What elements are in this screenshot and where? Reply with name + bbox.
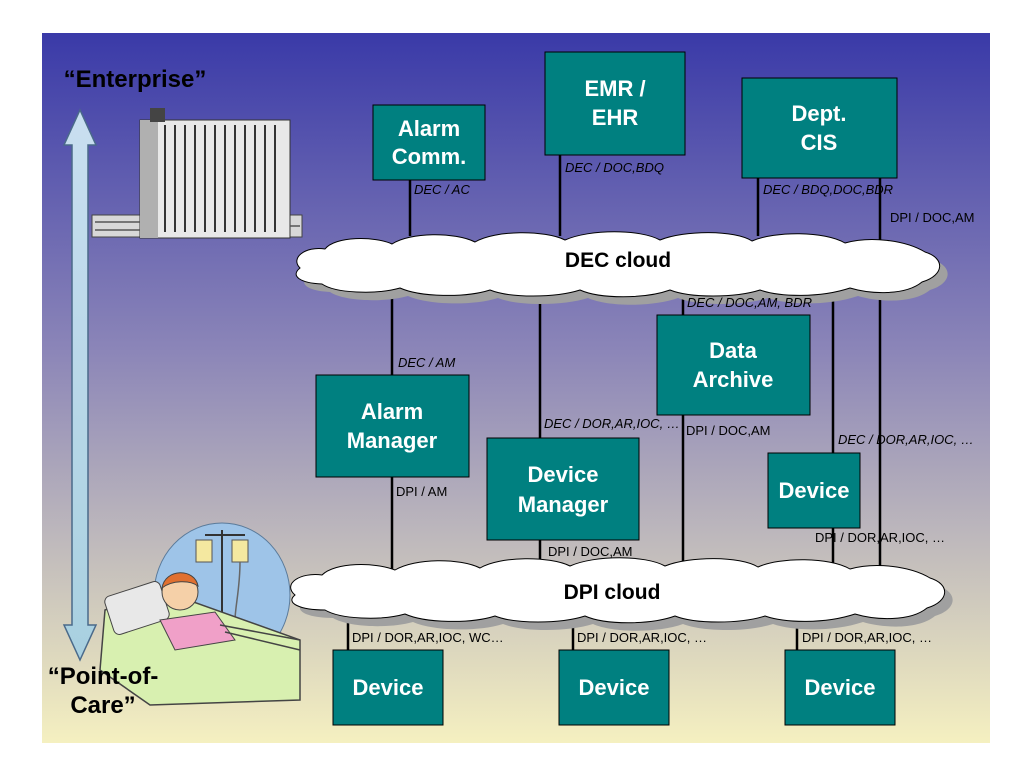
conn-label-data-archive-dec: DEC / DOC,AM, BDR — [687, 295, 812, 310]
device-bottom-right-label: Device — [805, 675, 876, 700]
hospital-building-icon — [91, 108, 303, 239]
emr-line2: EHR — [592, 105, 639, 130]
device-right-box: Device — [767, 452, 861, 529]
patient-in-bed-icon — [99, 522, 301, 706]
device-bottom-right-box: Device — [784, 649, 896, 726]
device-manager-line2: Manager — [518, 492, 609, 517]
conn-label-emr-dec: DEC / DOC,BDQ — [565, 160, 664, 175]
alarm-comm-line1: Alarm — [398, 116, 460, 141]
dec-cloud — [295, 231, 948, 305]
conn-label-device-manager-dec: DEC / DOR,AR,IOC, … — [544, 416, 680, 431]
conn-label-alarm-manager-dpi: DPI / AM — [396, 484, 447, 499]
conn-label-device-bottom-left: DPI / DOR,AR,IOC, WC… — [352, 630, 504, 645]
enterprise-label: “Enterprise” — [64, 66, 207, 93]
conn-label-dept-cis-dpi: DPI / DOC,AM — [890, 210, 975, 225]
device-bottom-left-box: Device — [332, 649, 444, 726]
alarm-manager-box: Alarm Manager — [315, 374, 470, 478]
dec-cloud-label: DEC cloud — [565, 249, 671, 272]
conn-label-device-right-dpi: DPI / DOR,AR,IOC, … — [815, 530, 945, 545]
dpi-cloud-label: DPI cloud — [564, 581, 661, 604]
enterprise-to-point-of-care-arrow — [62, 108, 98, 662]
dept-cis-box: Dept. CIS — [741, 77, 898, 179]
alarm-comm-line2: Comm. — [392, 144, 467, 169]
emr-line1: EMR / — [584, 76, 645, 101]
conn-label-device-bottom-right: DPI / DOR,AR,IOC, … — [802, 630, 932, 645]
conn-label-device-manager-dpi: DPI / DOC,AM — [548, 544, 633, 559]
device-manager-box: Device Manager — [486, 437, 640, 541]
conn-label-data-archive-dpi: DPI / DOC,AM — [686, 423, 771, 438]
conn-label-alarm-comm-dec: DEC / AC — [414, 182, 470, 197]
dept-cis-line2: CIS — [801, 130, 838, 155]
dpi-cloud — [290, 557, 953, 631]
point-of-care-label-line2: Care” — [70, 692, 135, 719]
connector-lines — [346, 155, 882, 650]
alarm-comm-box: Alarm Comm. — [372, 104, 486, 181]
data-archive-line2: Archive — [693, 367, 774, 392]
dept-cis-line1: Dept. — [792, 101, 847, 126]
device-bottom-center-box: Device — [558, 649, 670, 726]
conn-label-device-right-dec: DEC / DOR,AR,IOC, … — [838, 432, 974, 447]
device-manager-line1: Device — [528, 462, 599, 487]
device-bottom-left-label: Device — [353, 675, 424, 700]
device-right-label: Device — [779, 478, 850, 503]
conn-label-alarm-manager-dec: DEC / AM — [398, 355, 455, 370]
data-archive-line1: Data — [709, 338, 757, 363]
device-bottom-center-label: Device — [579, 675, 650, 700]
alarm-manager-line2: Manager — [347, 428, 438, 453]
emr-ehr-box: EMR / EHR — [544, 51, 686, 156]
point-of-care-label-line1: “Point-of- — [48, 663, 159, 690]
alarm-manager-line1: Alarm — [361, 399, 423, 424]
data-archive-box: Data Archive — [656, 314, 811, 416]
conn-label-dept-cis-dec: DEC / BDQ,DOC,BDR — [763, 182, 893, 197]
conn-label-device-bottom-center: DPI / DOR,AR,IOC, … — [577, 630, 707, 645]
